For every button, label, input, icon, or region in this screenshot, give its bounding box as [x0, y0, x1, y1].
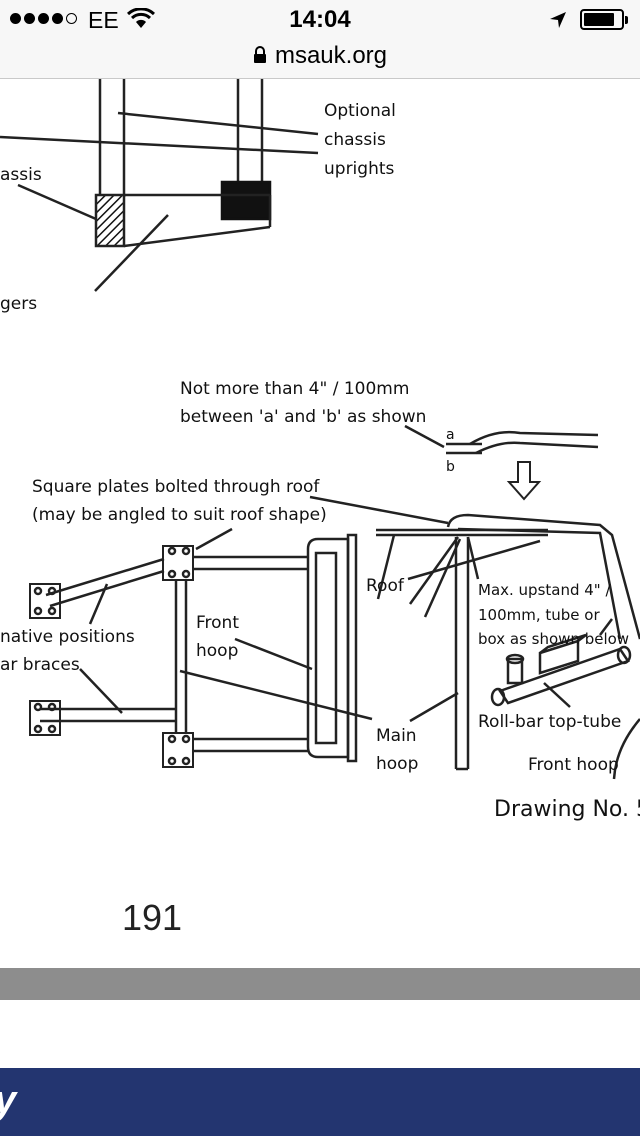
- battery-icon: [580, 9, 628, 30]
- label-front-hoop-left: Front: [196, 613, 239, 633]
- label-max-upstand: Max. upstand 4" /: [478, 581, 611, 599]
- cellular-signal-icon: [10, 13, 77, 24]
- wifi-icon: [127, 8, 155, 28]
- label-uprights: uprights: [324, 159, 395, 179]
- footer-banner[interactable]: y: [0, 1068, 640, 1136]
- url-text[interactable]: msauk.org: [274, 42, 388, 69]
- label-may-be-angled: (may be angled to suit roof shape): [32, 505, 327, 525]
- url-bar[interactable]: msauk.org: [0, 40, 640, 79]
- label-chassis-left: assis: [0, 165, 42, 185]
- label-alternative-positions: native positions: [0, 627, 135, 647]
- label-box-as-shown: box as shown below: [478, 630, 630, 648]
- label-outriggers: gers: [0, 294, 38, 314]
- status-bar: EE 14:04: [0, 0, 640, 40]
- label-b: b: [446, 459, 455, 475]
- location-arrow-icon: [550, 12, 566, 28]
- divider-band: [0, 968, 640, 1000]
- label-rear-braces: ar braces: [0, 655, 80, 675]
- label-optional: Optional: [324, 101, 396, 121]
- label-square-plates: Square plates bolted through roof: [32, 477, 320, 497]
- label-main-hoop-2: hoop: [376, 754, 419, 774]
- page-number: 191: [122, 897, 183, 938]
- label-front-hoop-left-2: hoop: [196, 641, 239, 661]
- label-roof: Roof: [366, 576, 404, 596]
- status-clock: 14:04: [289, 6, 351, 33]
- lock-icon: [253, 45, 266, 63]
- label-front-hoop-right: Front hoop: [528, 755, 619, 775]
- drawing-number: Drawing No. 5: [494, 797, 640, 822]
- label-main-hoop: Main: [376, 726, 417, 746]
- label-a: a: [446, 427, 455, 443]
- drawing-lines: [0, 79, 640, 780]
- label-100mm-tube: 100mm, tube or: [478, 606, 600, 624]
- footer-logo-text: y: [0, 1078, 16, 1123]
- technical-drawing: Optional chassis uprights assis gers Not…: [0, 79, 640, 839]
- label-chassis: chassis: [324, 130, 386, 150]
- label-roll-bar-top-tube: Roll-bar top-tube: [478, 712, 622, 732]
- label-between-a-b: between 'a' and 'b' as shown: [180, 407, 427, 427]
- carrier-name: EE: [88, 7, 119, 33]
- label-not-more-than: Not more than 4" / 100mm: [180, 379, 410, 399]
